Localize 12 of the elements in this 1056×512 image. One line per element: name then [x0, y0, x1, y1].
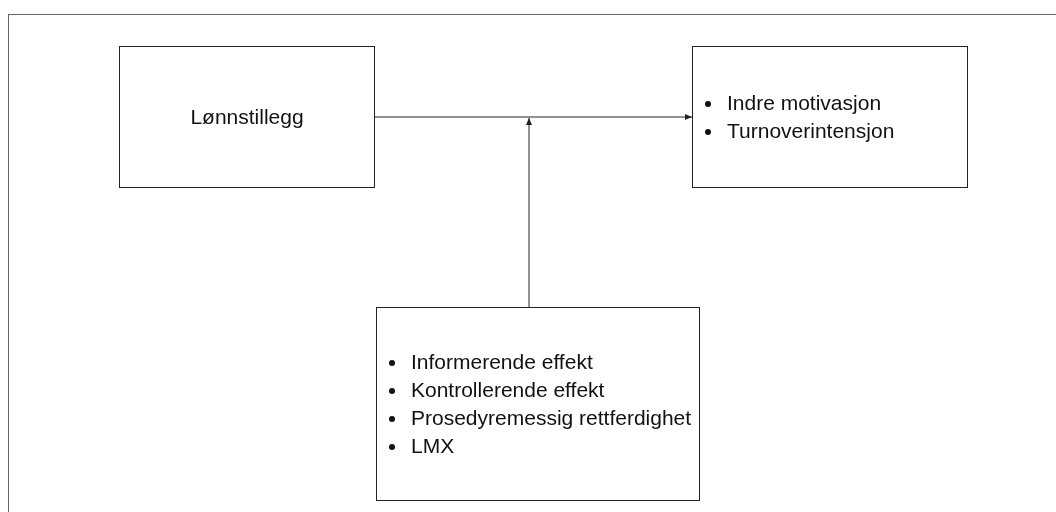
- text-box: [692, 46, 968, 188]
- bullet-item: Informerende effekt: [385, 348, 693, 376]
- arrow: [526, 117, 532, 308]
- text-box: [376, 307, 700, 501]
- arrow: [374, 114, 693, 120]
- bullet-item: Indre motivasjon: [701, 89, 961, 117]
- bullet-item: Turnoverintensjon: [701, 117, 961, 145]
- text-box: [119, 46, 375, 188]
- box-label: Lønnstillegg: [190, 105, 304, 129]
- bullet-item: LMX: [385, 432, 693, 460]
- bullet-item: Prosedyremessig rettferdighet: [385, 404, 693, 432]
- bullet-item: Kontrollerende effekt: [385, 376, 693, 404]
